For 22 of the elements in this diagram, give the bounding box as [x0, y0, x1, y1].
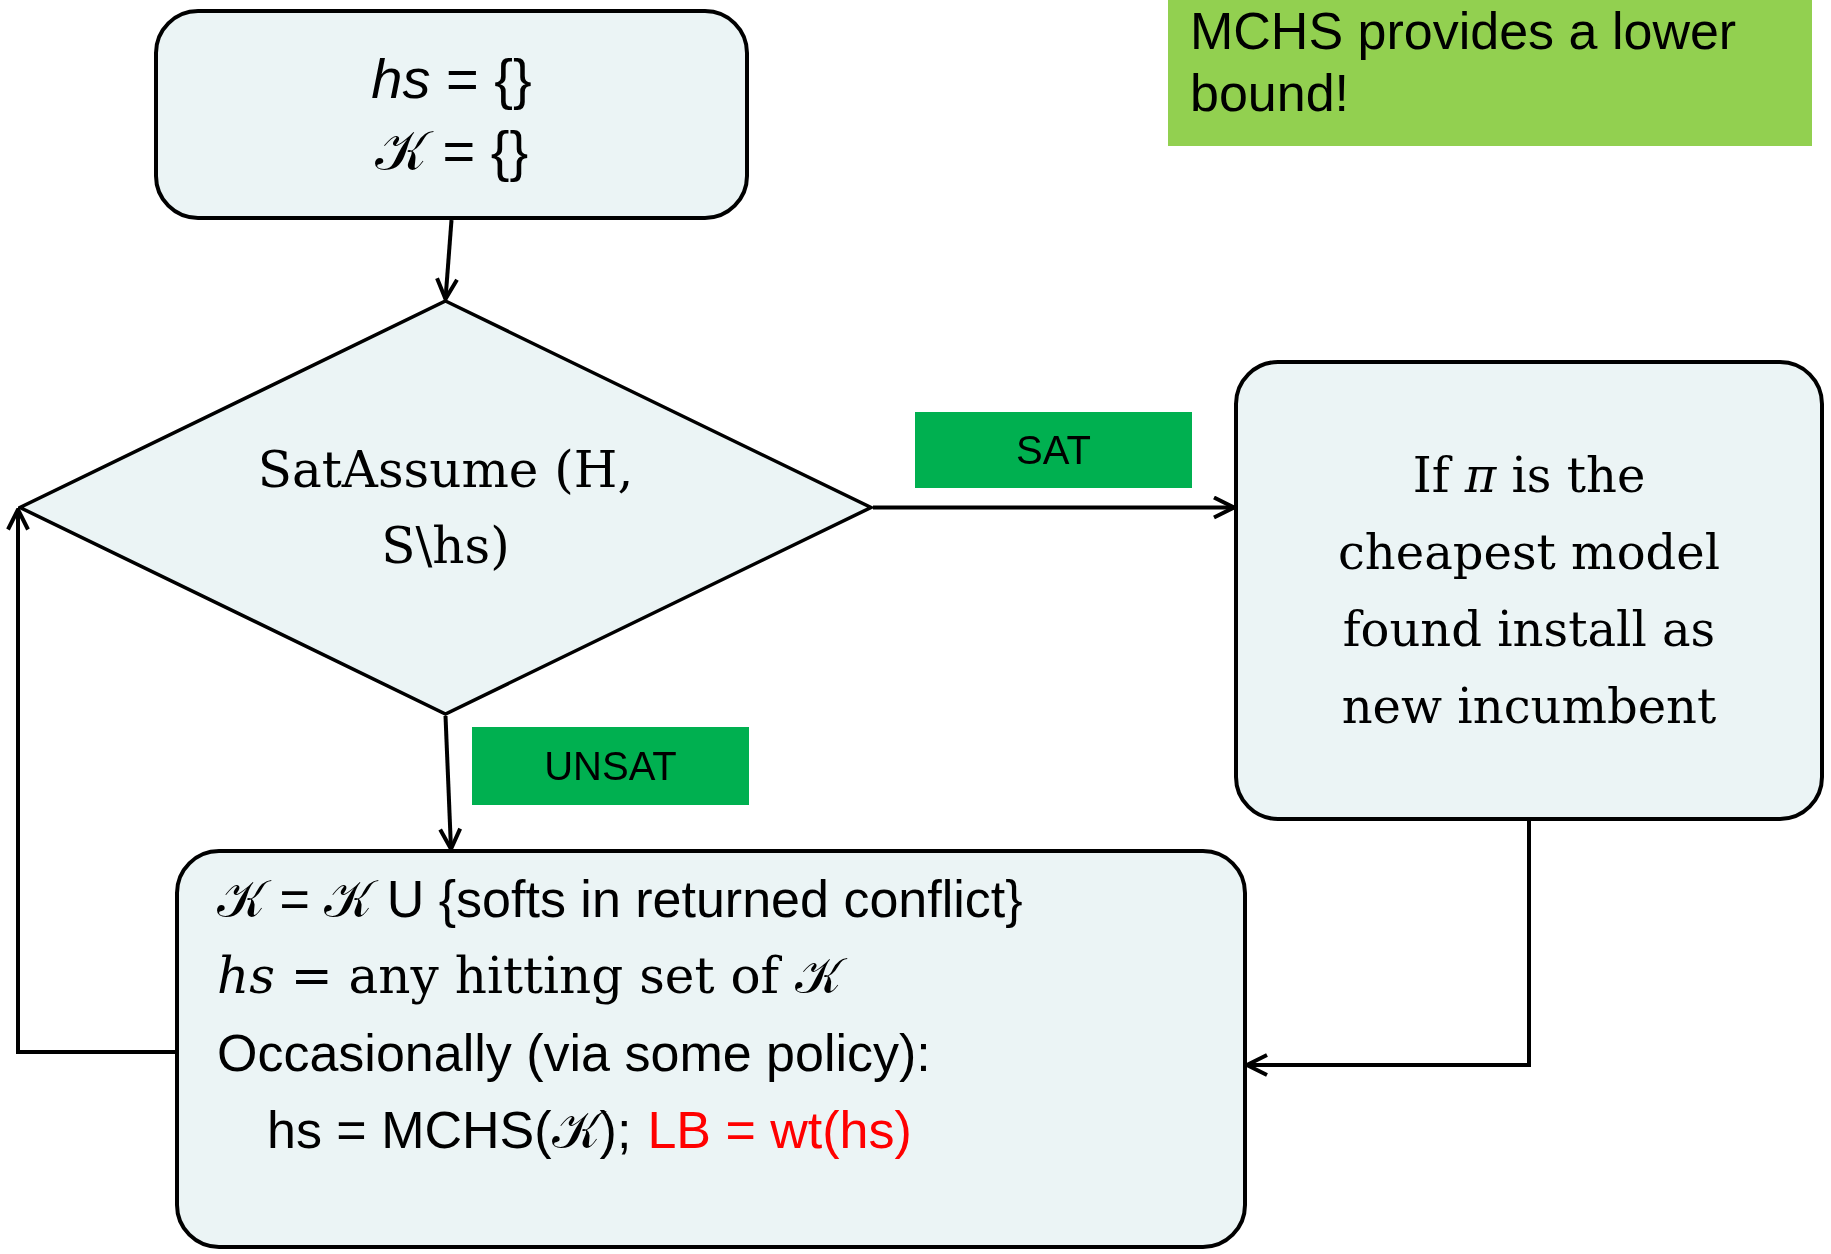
- start-box: [154, 9, 749, 220]
- decision-text: SatAssume (H, S\hs): [256, 439, 635, 577]
- note-box: [1168, 0, 1812, 146]
- formula-text: hs = MCHS(𝒦);: [267, 1100, 632, 1161]
- policy-text: Occasionally (via some policy):: [217, 1023, 932, 1084]
- decision-diamond: [18, 299, 873, 716]
- edge-label: UNSAT: [472, 727, 749, 805]
- arrow: [438, 715, 463, 851]
- formula-text: 𝒦 = {}: [374, 117, 529, 184]
- arrow: [1245, 821, 1531, 1077]
- formula-text: hs = {}: [371, 45, 532, 112]
- lower-bound-text: LB = wt(hs): [647, 1100, 912, 1161]
- note-text: MCHS provides a lower bound!: [1190, 1, 1738, 124]
- process-box: [1234, 360, 1824, 821]
- arrow: [6, 507, 175, 1054]
- edge-label: SAT: [915, 412, 1192, 488]
- formula-text: 𝒦 = 𝒦 U {softs in returned conflict}: [217, 869, 1023, 930]
- process-text: If π is the cheapest model found install as new incumbent: [1337, 445, 1721, 736]
- formula-text: hs = any hitting set of 𝒦: [217, 938, 1023, 1015]
- process-box: [175, 849, 1247, 1249]
- arrow: [435, 219, 459, 301]
- arrow: [873, 495, 1236, 520]
